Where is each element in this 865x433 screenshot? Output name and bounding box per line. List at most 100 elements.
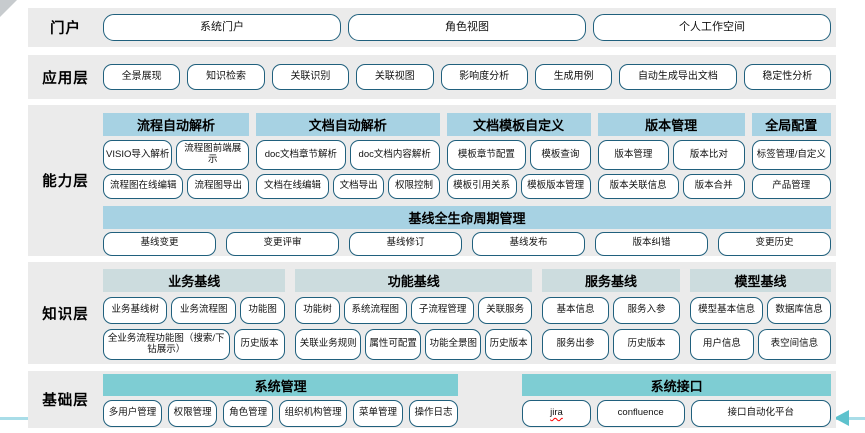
module-box: 知识检索 (187, 64, 265, 90)
layer-label-knowledge: 知识层 (42, 306, 89, 323)
group-process-parsing: 流程自动解析 VISIO导入解析 流程图前端展示 流程图在线编辑 流程图导出 (103, 113, 249, 199)
module-box: 版本纠错 (595, 231, 708, 256)
group-header: 文档模板自定义 (446, 113, 591, 136)
layer-portal: 门户 系统门户 角色视图 个人工作空间 (28, 8, 836, 47)
module-box: 服务入参 (613, 297, 681, 324)
module-box: 表空间信息 (757, 329, 832, 360)
module-box: 模板引用关系 (446, 174, 517, 199)
group-header: 模型基线 (690, 269, 831, 292)
module-box: 权限控制 (388, 174, 440, 199)
baseline-lifecycle-header: 基线全生命周期管理 (103, 206, 831, 229)
group-header: 全局配置 (751, 113, 831, 136)
module-box: 标签管理/自定义 (751, 140, 831, 170)
module-box: 历史版本 (613, 329, 681, 360)
module-box: 属性可配置 (365, 329, 422, 360)
module-box: 模型基本信息 (690, 297, 764, 324)
group-header: 功能基线 (295, 269, 532, 292)
group-version-mgmt: 版本管理 版本管理 版本比对 版本关联信息 版本合并 (597, 113, 745, 199)
module-box: 接口自动化平台 (690, 400, 831, 427)
module-box: 模板查询 (530, 140, 591, 170)
module-box-confluence: confluence (596, 400, 685, 427)
module-box: 生成用例 (534, 64, 613, 90)
group-system-mgmt: 系统管理 多用户管理 权限管理 角色管理 组织机构管理 菜单管理 操作日志 (103, 374, 459, 427)
module-box: 版本关联信息 (597, 174, 679, 199)
module-box: 模板章节配置 (446, 140, 527, 170)
module-box: 版本管理 (597, 140, 670, 170)
module-box: 业务基线树 (103, 297, 168, 324)
module-box: 个人工作空间 (593, 14, 831, 41)
group-header: 业务基线 (103, 269, 286, 292)
module-box: 版本比对 (673, 140, 745, 170)
module-box: 关联视图 (356, 64, 434, 90)
module-box: 基线发布 (472, 231, 585, 256)
group-header: 系统管理 (103, 374, 459, 396)
layer-label-foundation: 基础层 (42, 393, 89, 409)
layer-label-portal: 门户 (50, 21, 81, 37)
module-box: 历史版本 (233, 329, 286, 360)
module-box: 数据库信息 (767, 297, 832, 324)
module-box: 版本合并 (682, 174, 745, 199)
corner-decoration (0, 0, 17, 17)
module-box: 稳定性分析 (743, 64, 831, 90)
module-box: 自动生成导出文档 (619, 64, 737, 90)
module-box: 基线修订 (349, 231, 462, 256)
module-box: 产品管理 (751, 174, 831, 199)
module-box: 用户信息 (690, 329, 754, 360)
module-box: 基本信息 (542, 297, 610, 324)
group-header: 文档自动解析 (255, 113, 440, 136)
group-template-custom: 文档模板自定义 模板章节配置 模板查询 模板引用关系 模板版本管理 (446, 113, 591, 199)
group-function-baseline: 功能基线 功能树 系统流程图 子流程管理 关联服务 关联业务规则 属性可配置 功… (295, 269, 533, 360)
layer-capability: 能力层 流程自动解析 VISIO导入解析 流程图前端展示 流程图在线编辑 流程图… (28, 105, 836, 256)
module-box: 流程图导出 (187, 174, 249, 199)
group-business-baseline: 业务基线 业务基线树 业务流程图 功能图 全业务流程功能图（搜索/下钻展示） 历… (103, 269, 286, 360)
module-box: 操作日志 (408, 400, 459, 427)
module-box-jira: jira (522, 400, 591, 427)
module-box: 关联识别 (271, 64, 350, 90)
group-global-config: 全局配置 标签管理/自定义 产品管理 (751, 113, 831, 199)
module-box: 服务出参 (542, 329, 610, 360)
module-box: VISIO导入解析 (103, 140, 173, 170)
group-doc-parsing: 文档自动解析 doc文档章节解析 doc文档内容解析 文档在线编辑 文档导出 权… (255, 113, 440, 199)
left-arrowhead-icon (834, 410, 849, 426)
layer-application: 应用层 全景展现 知识检索 关联识别 关联视图 影响度分析 生成用例 自动生成导… (28, 55, 836, 99)
module-box: 系统门户 (103, 14, 341, 41)
module-box: 基线变更 (103, 231, 216, 256)
layer-foundation: 基础层 系统管理 多用户管理 权限管理 角色管理 组织机构管理 菜单管理 操作日… (28, 371, 836, 428)
module-box: 影响度分析 (440, 64, 528, 90)
module-box: 文档在线编辑 (255, 174, 329, 199)
module-box: 关联服务 (478, 297, 533, 324)
module-box: 角色管理 (223, 400, 273, 427)
group-service-baseline: 服务基线 基本信息 服务入参 服务出参 历史版本 (542, 269, 681, 360)
module-box: 业务流程图 (171, 297, 236, 324)
group-header: 服务基线 (542, 269, 681, 292)
module-box: 子流程管理 (410, 297, 475, 324)
module-box: 变更评审 (226, 231, 339, 256)
module-box: 流程图前端展示 (176, 140, 249, 170)
module-box: 功能图 (239, 297, 286, 324)
module-box: 菜单管理 (353, 400, 403, 427)
layer-label-application: 应用层 (42, 70, 89, 87)
module-box: 功能全景图 (425, 329, 482, 360)
module-box: doc文档章节解析 (255, 140, 346, 170)
module-box: 关联业务规则 (295, 329, 362, 360)
module-box: 文档导出 (332, 174, 385, 199)
layer-knowledge: 知识层 业务基线 业务基线树 业务流程图 功能图 全业务流程功能图（搜索/下钻展… (28, 262, 836, 364)
group-header: 流程自动解析 (103, 113, 249, 136)
module-box: 功能树 (295, 297, 340, 324)
group-model-baseline: 模型基线 模型基本信息 数据库信息 用户信息 表空间信息 (690, 269, 832, 360)
module-box: 模板版本管理 (520, 174, 591, 199)
module-box: 权限管理 (167, 400, 218, 427)
module-box: 组织机构管理 (278, 400, 348, 427)
module-box: 变更历史 (718, 231, 831, 256)
module-box: 角色视图 (348, 14, 586, 41)
module-box: 历史版本 (485, 329, 533, 360)
module-box: 全景展现 (103, 64, 181, 90)
module-box: 多用户管理 (103, 400, 162, 427)
module-box: 全业务流程功能图（搜索/下钻展示） (103, 329, 230, 360)
module-box: 系统流程图 (343, 297, 407, 324)
group-system-interface: 系统接口 jira confluence 接口自动化平台 (522, 374, 831, 427)
layer-label-capability: 能力层 (42, 174, 89, 190)
module-box: doc文档内容解析 (349, 140, 440, 170)
group-header: 系统接口 (522, 374, 831, 396)
